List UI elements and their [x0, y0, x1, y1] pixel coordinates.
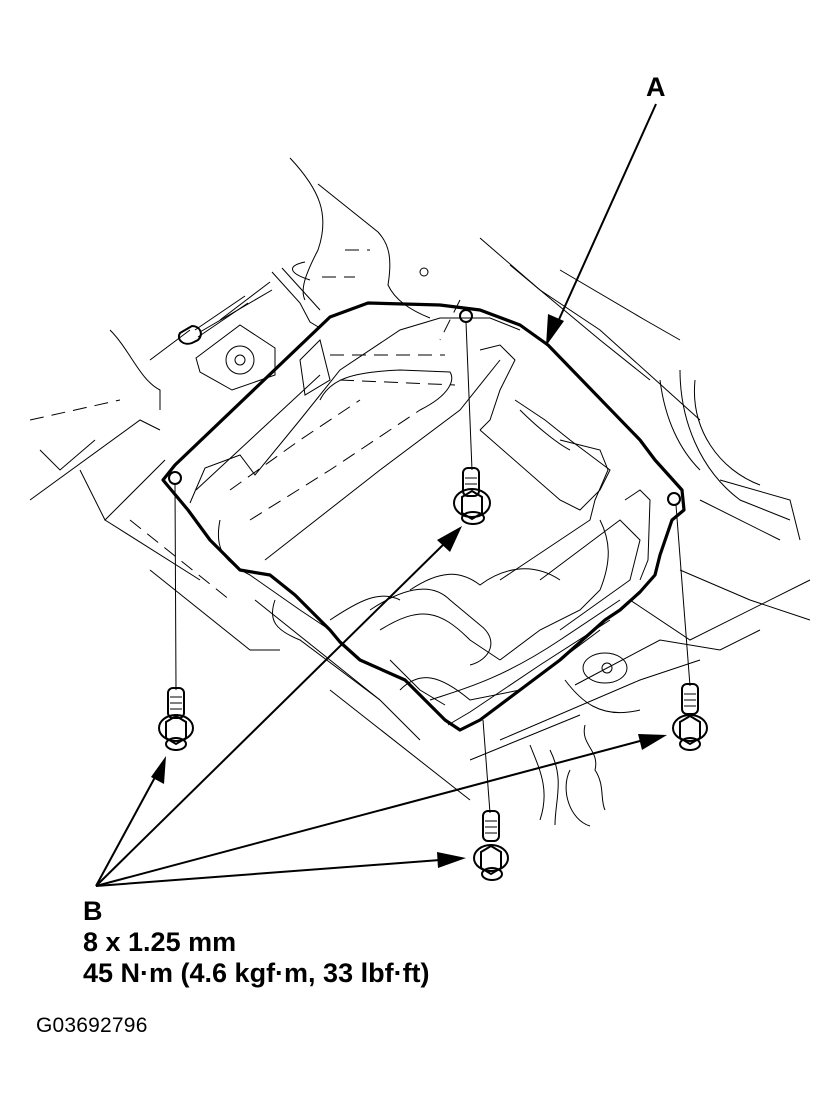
callout-label-a: A: [646, 72, 666, 102]
bolts: [158, 321, 708, 881]
hose-fitting: [178, 295, 249, 345]
leader-arrow-a: [546, 103, 657, 346]
bolt-right: [672, 504, 708, 751]
bolt-center: [453, 321, 491, 525]
callout-label-b: B: [83, 896, 103, 926]
bolt-left: [158, 483, 194, 751]
bolt-bottom: [473, 719, 509, 881]
bolt-thread-size: 8 x 1.25 mm: [83, 927, 237, 957]
callout-leaders: [95, 103, 667, 887]
figure-id: G03692796: [36, 1014, 148, 1037]
bolt-torque-spec: 45 N·m (4.6 kgf·m, 33 lbf·ft): [83, 958, 430, 988]
under-cover-panel: [161, 301, 686, 732]
leader-arrows-b: [95, 526, 667, 887]
bolt-spec-block: B 8 x 1.25 mm 45 N·m (4.6 kgf·m, 33 lbf·…: [83, 896, 430, 989]
vehicle-underbody-context: [29, 157, 811, 827]
